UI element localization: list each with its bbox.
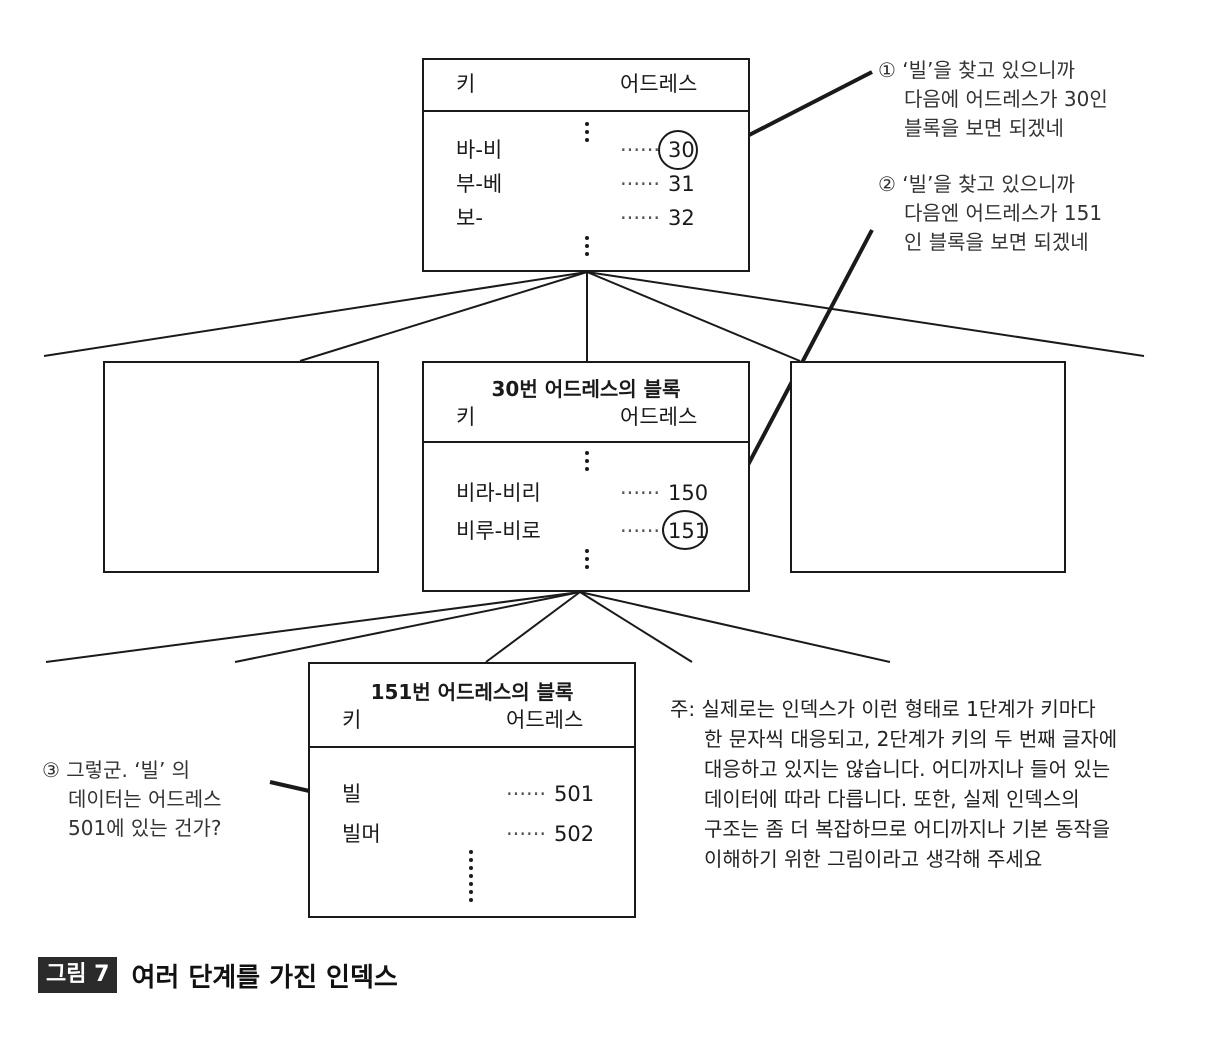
annotation-step-3: ③ 그렇군. ‘빌’ 의 데이터는 어드레스 501에 있는 건가? [42, 756, 222, 843]
footnote: 주: 실제로는 인덱스가 이런 형태로 1단계가 키마다 한 문자씩 대응되고,… [670, 694, 1117, 874]
annotation-line: 다음엔 어드레스가 151 [904, 201, 1103, 225]
mid-block-header: 30번 어드레스의 블록 키 어드레스 [424, 363, 748, 443]
annotation-line: ③ 그렇군. ‘빌’ 의 [42, 758, 191, 782]
ellipsis-dots [469, 850, 473, 906]
address-header: 어드레스 [506, 708, 584, 732]
highlight-circle [658, 130, 698, 170]
ellipsis-dots [585, 451, 589, 475]
leader-dots: ······ [620, 481, 661, 505]
empty-block-left [103, 361, 379, 573]
footnote-line: 이해하기 위한 그림이라고 생각해 주세요 [704, 847, 1043, 871]
address-header: 어드레스 [620, 405, 698, 429]
key-header: 키 [456, 405, 476, 429]
mid-index-block: 30번 어드레스의 블록 키 어드레스 비라-비리 ······ 150 비루-… [422, 361, 750, 592]
key-cell: 바-비 [456, 138, 503, 162]
address-cell: 32 [668, 206, 695, 230]
highlight-circle [662, 510, 708, 550]
annotation-line: 인 블록을 보면 되겠네 [904, 230, 1089, 254]
ellipsis-dots [585, 236, 589, 260]
address-cell: 501 [554, 782, 595, 806]
leader-dots: ······ [506, 782, 547, 806]
leader-dots: ······ [506, 822, 547, 846]
footnote-line: 주: 실제로는 인덱스가 이런 형태로 1단계가 키마다 [670, 697, 1096, 721]
bottom-block-header: 151번 어드레스의 블록 키 어드레스 [310, 664, 634, 748]
annotation-step-1: ① ‘빌’을 찾고 있으니까 다음에 어드레스가 30인 블록을 보면 되겠네 [878, 56, 1108, 143]
address-header: 어드레스 [620, 72, 698, 96]
key-cell: 비루-비로 [456, 519, 541, 543]
annotation-line: ① ‘빌’을 찾고 있으니까 [878, 58, 1075, 82]
block-title: 151번 어드레스의 블록 [370, 680, 574, 704]
ellipsis-dots [585, 122, 589, 146]
leader-dots: ······ [620, 138, 661, 162]
annotation-line: ② ‘빌’을 찾고 있으니까 [878, 172, 1075, 196]
annotation-line: 데이터는 어드레스 [68, 787, 222, 811]
footnote-line: 구조는 좀 더 복잡하므로 어디까지나 기본 동작을 [704, 817, 1111, 841]
leader-dots: ······ [620, 519, 661, 543]
annotation-step-2: ② ‘빌’을 찾고 있으니까 다음엔 어드레스가 151 인 블록을 보면 되겠… [878, 170, 1102, 257]
tree-branches [43, 271, 1145, 663]
key-cell: 보- [456, 206, 483, 230]
annotation-line: 501에 있는 건가? [68, 816, 222, 840]
footnote-line: 대응하고 있지는 않습니다. 어디까지나 들어 있는 [704, 757, 1111, 781]
address-cell: 31 [668, 172, 695, 196]
leader-dots: ······ [620, 172, 661, 196]
address-cell: 502 [554, 822, 595, 846]
key-cell: 빌 [342, 782, 362, 806]
figure-caption: 그림 7 여러 단계를 가진 인덱스 [38, 955, 398, 995]
top-index-block: 키 어드레스 바-비 ······ 30 부-베 ······ 31 보- ··… [422, 58, 750, 272]
leader-dots: ······ [620, 206, 661, 230]
block-title: 30번 어드레스의 블록 [491, 377, 681, 401]
key-header: 키 [342, 708, 362, 732]
figure-title: 여러 단계를 가진 인덱스 [131, 962, 398, 993]
bottom-index-block: 151번 어드레스의 블록 키 어드레스 빌 ······ 501 빌머 ···… [308, 662, 636, 918]
key-cell: 빌머 [342, 822, 381, 846]
key-header: 키 [456, 72, 476, 96]
annotation-line: 블록을 보면 되겠네 [904, 116, 1064, 140]
ellipsis-dots [585, 549, 589, 573]
footnote-line: 데이터에 따라 다릅니다. 또한, 실제 인덱스의 [704, 787, 1080, 811]
key-cell: 비라-비리 [456, 481, 541, 505]
footnote-line: 한 문자씩 대응되고, 2단계가 키의 두 번째 글자에 [704, 727, 1118, 751]
address-cell: 150 [668, 481, 709, 505]
annotation-line: 다음에 어드레스가 30인 [904, 87, 1108, 111]
key-cell: 부-베 [456, 172, 503, 196]
top-block-header: 키 어드레스 [424, 60, 748, 112]
figure-label: 그림 7 [38, 957, 118, 993]
empty-block-right [790, 361, 1066, 573]
